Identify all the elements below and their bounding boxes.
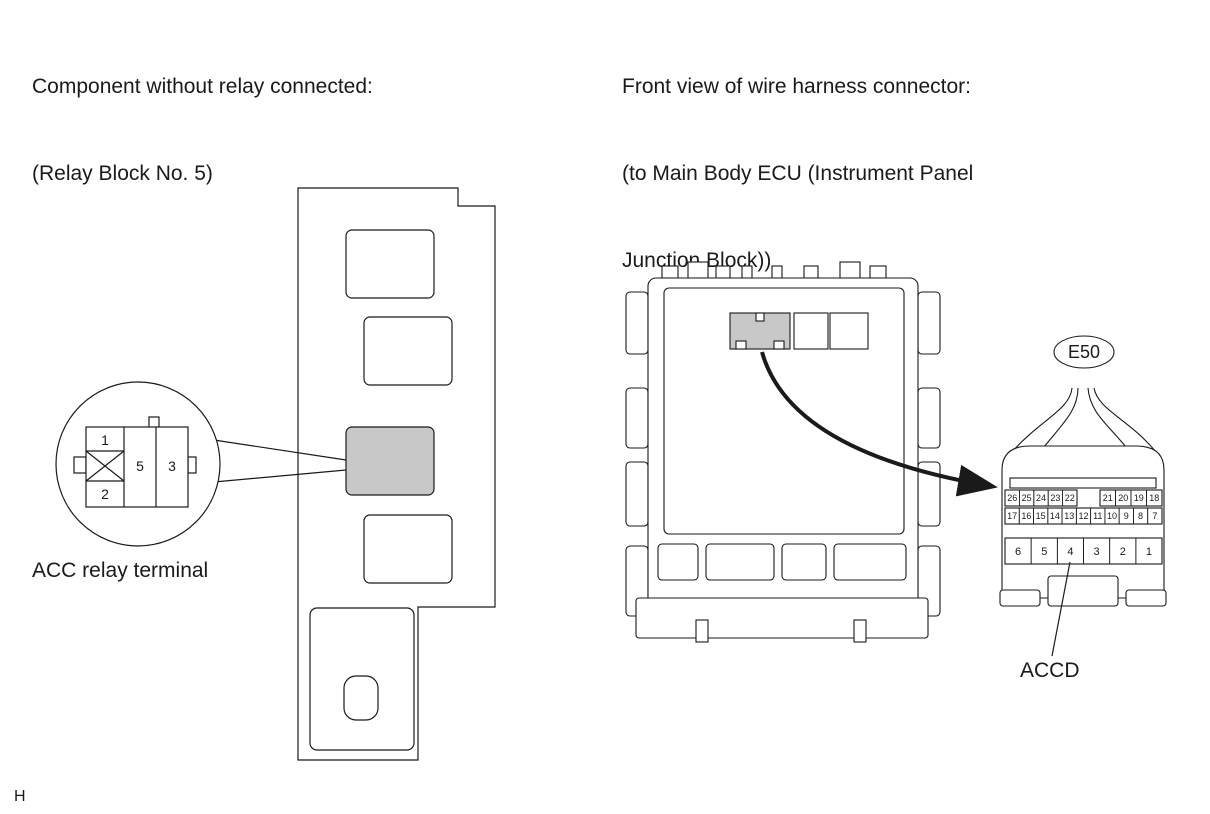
pin-9: 9 [1124,511,1129,521]
right-heading-line-1: Front view of wire harness connector: [622,75,971,98]
junction-block [625,261,941,643]
pin-14: 14 [1050,511,1060,521]
pin-1: 1 [1146,546,1152,558]
pin-16: 16 [1021,511,1031,521]
relay-terminal-1: 1 [101,432,109,448]
pin-4: 4 [1067,546,1073,558]
right-heading: Front view of wire harness connector: (t… [622,14,973,304]
pin-26: 26 [1007,493,1017,503]
e50-connector-id: E50 [1068,342,1100,362]
top-right-cell [1146,489,1163,507]
pin-7: 7 [1152,511,1157,521]
relay-slot-2 [363,316,453,386]
pin-17: 17 [1007,511,1017,521]
pin-21: 21 [1103,493,1113,503]
relay-terminal-2: 2 [101,486,109,502]
relay-terminal-3: 3 [168,458,176,474]
pin-10: 10 [1107,511,1117,521]
pin-5: 5 [1041,546,1047,558]
relay-block [297,187,496,761]
curved-arrow [760,351,998,497]
pin-12: 12 [1078,511,1088,521]
pin-13: 13 [1064,511,1074,521]
left-heading: Component without relay connected: (Rela… [32,14,373,217]
relay-terminal-5: 5 [136,458,144,474]
acc-relay-slot [345,426,435,496]
accd-leader-line [1051,561,1071,657]
accd-pin-label: ACCD [1020,659,1080,682]
relay-block-hole [343,675,379,721]
acc-relay-terminal-view: 1 2 5 3 [55,381,221,547]
pin-15: 15 [1036,511,1046,521]
e50-harness-connector [999,335,1167,607]
top-left-cell [1062,489,1078,507]
pin-3: 3 [1094,546,1100,558]
left-heading-line-2: (Relay Block No. 5) [32,162,213,185]
pin-18: 18 [1149,493,1159,503]
bottom-cell [1135,537,1163,565]
pin-11: 11 [1093,511,1102,521]
pin-6: 6 [1015,546,1021,558]
right-heading-line-2: (to Main Body ECU (Instrument Panel [622,162,974,185]
left-heading-line-1: Component without relay connected: [32,75,373,98]
pin-25: 25 [1022,493,1032,503]
pin-20: 20 [1118,493,1128,503]
acc-relay-terminal-caption: ACC relay terminal [32,559,209,582]
middle-cell [1147,507,1163,525]
pin-23: 23 [1050,493,1060,503]
relay-slot-1 [345,229,435,299]
magnifier-callout [213,439,347,483]
pin-24: 24 [1036,493,1046,503]
relay-block-lower-pocket [309,607,415,751]
pin-2: 2 [1120,546,1126,558]
corner-mark: H [14,788,26,805]
relay-slot-4 [363,514,453,584]
pin-8: 8 [1138,511,1143,521]
pin-22: 22 [1065,493,1075,503]
pin-19: 19 [1134,493,1144,503]
